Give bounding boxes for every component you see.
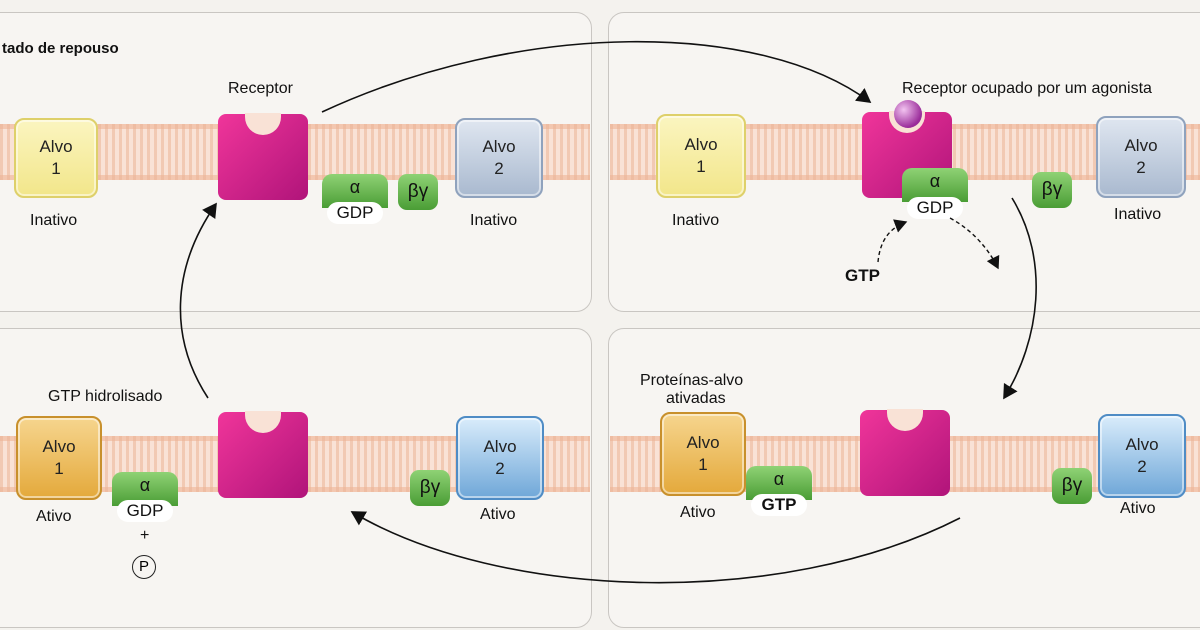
arrow-agonist-to-activation: [1004, 198, 1036, 398]
arrow-gtp-entering: [878, 222, 906, 262]
arrow-receptor-to-agonist: [322, 42, 870, 112]
arrow-activation-to-hydrolysis: [352, 512, 960, 583]
arrow-hydrolysis-to-resting: [180, 204, 216, 398]
arrow-gdp-leaving: [950, 218, 998, 268]
